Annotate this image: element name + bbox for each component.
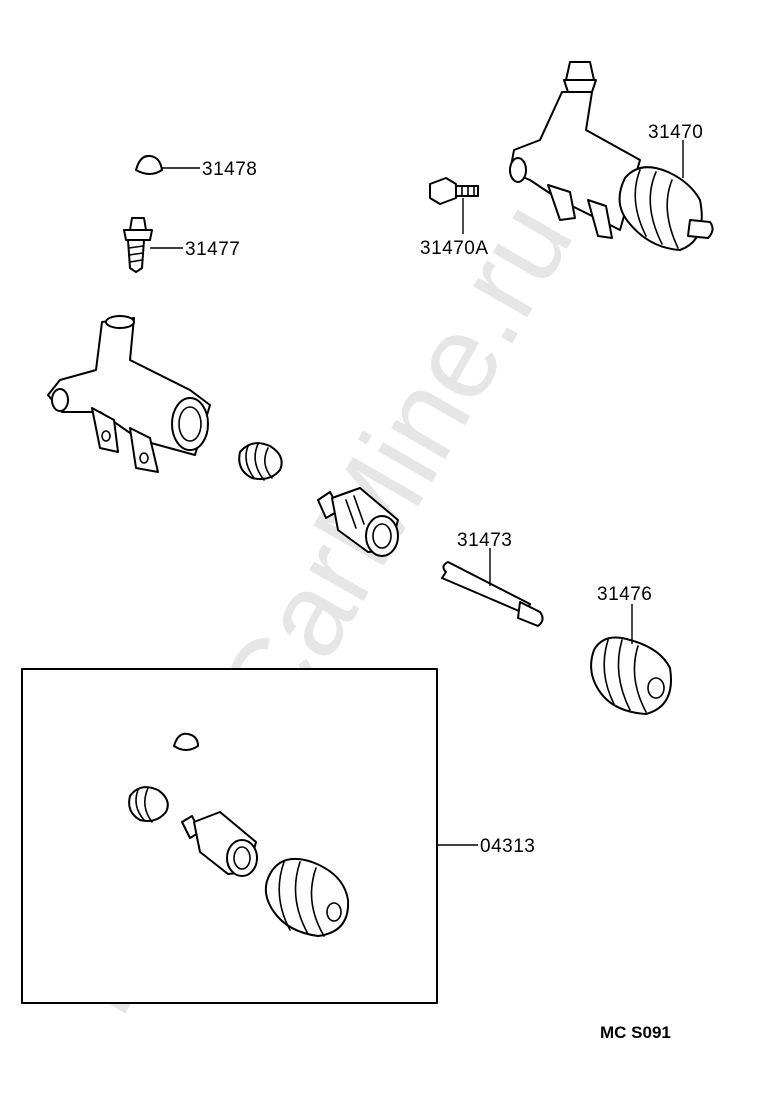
cylinder-body[interactable] bbox=[47, 315, 211, 473]
diagram-code: MC S091 bbox=[600, 1023, 671, 1042]
label-31470: 31470 bbox=[648, 122, 703, 143]
bleeder-plug-31477[interactable] bbox=[123, 217, 183, 273]
label-31473: 31473 bbox=[457, 530, 512, 551]
label-31470A: 31470A bbox=[420, 238, 489, 259]
label-31477: 31477 bbox=[185, 239, 240, 260]
piston[interactable] bbox=[317, 487, 399, 557]
bolt-31470A[interactable] bbox=[429, 177, 479, 234]
boot-31476[interactable] bbox=[590, 604, 672, 715]
repair-kit-box-04313[interactable] bbox=[21, 668, 478, 1004]
label-31476: 31476 bbox=[597, 584, 652, 605]
bleeder-cap-31478[interactable] bbox=[135, 154, 200, 175]
cup-seal[interactable] bbox=[238, 442, 283, 481]
push-rod-31473[interactable] bbox=[441, 548, 544, 627]
label-04313: 04313 bbox=[480, 836, 535, 857]
release-cylinder-assembly-31470[interactable] bbox=[509, 61, 714, 251]
label-31478: 31478 bbox=[202, 159, 257, 180]
